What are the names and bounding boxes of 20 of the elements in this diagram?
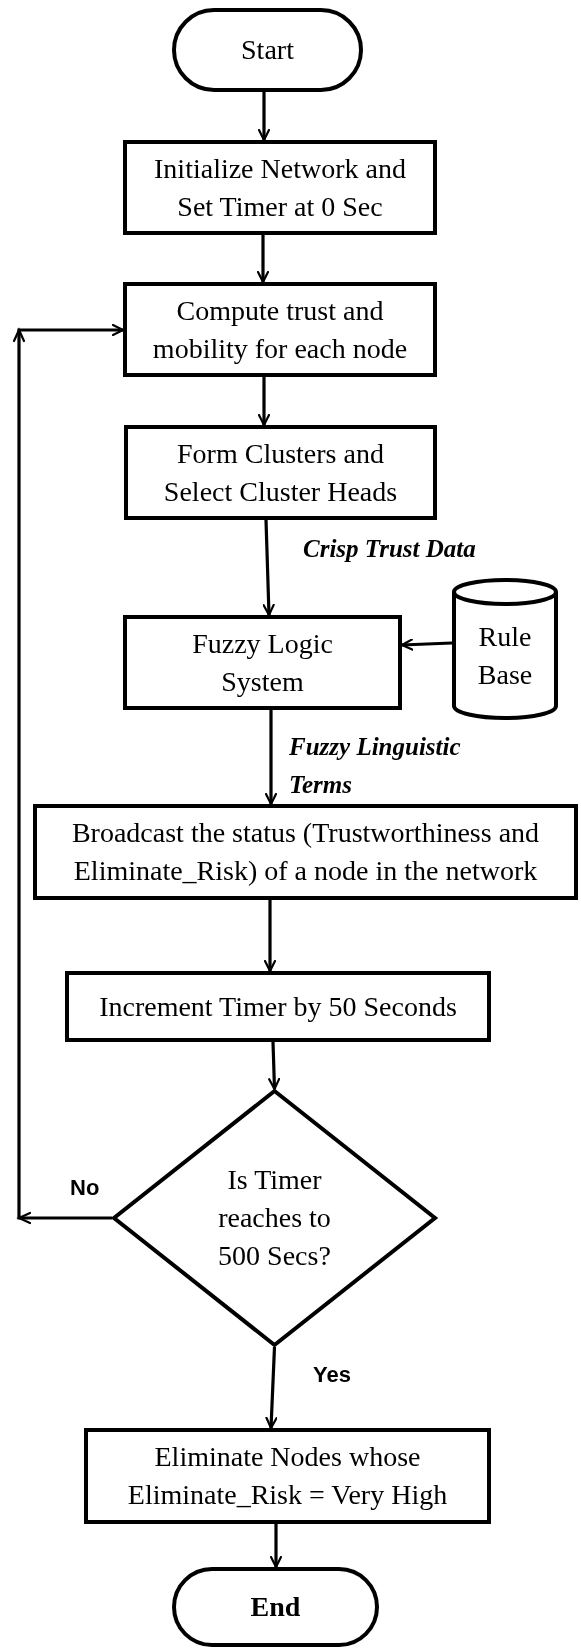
node-text: Eliminate Nodes whose Eliminate_Risk = Very High	[126, 1440, 449, 1512]
process-box	[65, 971, 491, 1042]
process-box	[123, 282, 437, 377]
process-box	[33, 804, 578, 900]
node-text: Is Timer reaches to 500 Secs?	[217, 1163, 332, 1273]
process-box	[124, 425, 437, 520]
node-text: Broadcast the status (Trustworthiness and Eliminate_Risk) of a node in the network	[70, 816, 541, 888]
node-text: Start	[241, 33, 294, 67]
process-box	[123, 615, 402, 710]
node-text: Increment Timer by 50 Seconds	[99, 989, 457, 1024]
decision-diamond	[112, 1089, 437, 1347]
node-text: Rule Base	[476, 620, 534, 692]
node-text: End	[250, 1590, 301, 1624]
node-text: Compute trust and mobility for each node	[151, 293, 409, 366]
process-box	[123, 140, 437, 235]
process-box	[84, 1428, 491, 1524]
node-text: Form Clusters and Select Cluster Heads	[162, 436, 399, 509]
node-text: Initialize Network and Set Timer at 0 Sec	[153, 151, 407, 224]
node-text: Fuzzy Logic System	[191, 626, 334, 699]
database-cylinder	[452, 578, 558, 720]
